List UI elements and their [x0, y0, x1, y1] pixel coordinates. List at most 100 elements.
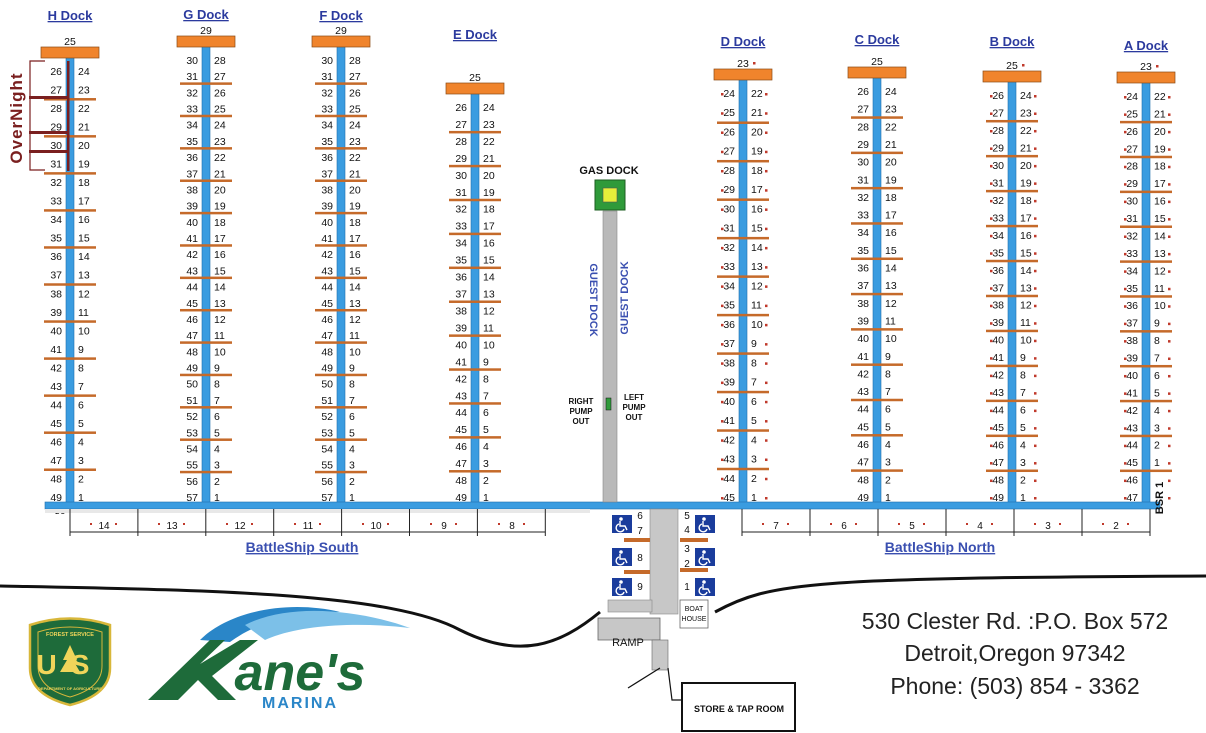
slip-marker: [1124, 148, 1127, 151]
battleship-slip-number: 12: [234, 521, 246, 532]
slip-number: 30: [857, 157, 869, 169]
slip-marker: [1168, 165, 1171, 169]
slip-marker: [990, 322, 993, 325]
slip-number: 11: [1020, 317, 1031, 329]
slip-number: 7: [349, 395, 355, 407]
slip-number: 18: [483, 204, 495, 216]
slip-marker: [1124, 200, 1127, 204]
overnight-marker: [29, 96, 69, 99]
slip-number: 12: [483, 305, 495, 317]
slip-marker: [1034, 339, 1037, 343]
slip-number: 21: [1020, 142, 1032, 154]
slip-number: 41: [321, 233, 333, 245]
slip-number: 4: [1020, 440, 1026, 452]
slip-number: 10: [751, 319, 763, 331]
slip-finger: [180, 147, 232, 150]
slip-number: 23: [349, 136, 361, 148]
slip-number: 27: [1126, 143, 1138, 155]
slip-finger: [44, 320, 96, 323]
slip-marker: [990, 304, 993, 308]
slip-number: 14: [1154, 230, 1166, 242]
slip-finger: [1120, 330, 1172, 333]
slip-number: 47: [321, 330, 333, 342]
slip-number: 21: [78, 122, 90, 134]
slip-number: 28: [857, 121, 869, 133]
slip-number: 19: [751, 146, 763, 158]
slip-number: 39: [186, 201, 198, 213]
slip-number: 17: [483, 221, 495, 233]
slip-marker: [765, 150, 768, 154]
slip-number: 26: [723, 126, 735, 138]
slip-finger: [986, 154, 1038, 158]
slip-finger: [986, 364, 1038, 368]
slip-number: 38: [186, 184, 198, 196]
slip-finger: [449, 334, 501, 337]
slip-marker: [1124, 218, 1127, 221]
slip-number: 29: [455, 153, 467, 165]
end-cap-slip-number: 23: [737, 58, 749, 70]
slip-marker: [90, 523, 92, 525]
slip-finger: [851, 469, 903, 472]
slip-number: 34: [321, 120, 333, 132]
slip-number: 32: [992, 195, 1004, 207]
slip-marker: [1168, 479, 1171, 483]
slip-marker: [765, 285, 768, 288]
slip-finger: [1120, 364, 1172, 368]
ada-slip-left-1: [612, 548, 632, 566]
slip-number: 34: [723, 280, 735, 292]
slip-marker: [1034, 462, 1037, 465]
slip-finger: [449, 130, 501, 134]
slip-number: 41: [455, 356, 467, 368]
slip-number: 45: [723, 492, 735, 504]
slip-number: 17: [751, 184, 763, 196]
slip-marker: [1034, 199, 1037, 203]
slip-marker: [990, 252, 993, 255]
slip-number: 26: [857, 86, 869, 98]
slip-number: 32: [186, 87, 198, 99]
slip-number: 45: [50, 418, 62, 430]
slip-number: 11: [349, 330, 360, 342]
slip-number: 23: [1020, 107, 1032, 119]
slip-marker: [721, 304, 724, 308]
slip-number: 38: [723, 357, 735, 369]
slip-number: 37: [992, 282, 1004, 294]
slip-finger: [851, 186, 903, 190]
overnight-bracket: [29, 60, 45, 171]
slip-number: 15: [214, 265, 226, 277]
slip-number: 38: [857, 298, 869, 310]
boat-house-label: HOUSE: [682, 616, 707, 623]
dock-title: D Dock: [721, 34, 767, 49]
slip-marker: [1168, 148, 1171, 151]
slip-marker: [1168, 113, 1171, 116]
slip-number: 39: [1126, 353, 1138, 365]
ada-slip-number: 7: [637, 526, 643, 537]
slip-marker: [226, 523, 228, 525]
slip-number: 16: [1154, 196, 1166, 208]
slip-number: 20: [483, 170, 495, 182]
slip-number: 29: [992, 142, 1004, 154]
slip-number: 4: [483, 441, 489, 453]
slip-number: 36: [455, 272, 467, 284]
dock-walkway: [1141, 81, 1151, 504]
slip-marker: [765, 93, 768, 96]
slip-finger: [1120, 295, 1172, 298]
slip-number: 35: [50, 233, 62, 245]
slip-finger: [986, 294, 1038, 298]
slip-marker: [1124, 305, 1127, 308]
slip-number: 18: [349, 217, 361, 229]
dock-end-cap: [311, 35, 371, 48]
slip-marker: [115, 523, 117, 525]
slip-number: 28: [50, 103, 62, 115]
slip-marker: [362, 523, 364, 525]
slip-number: 21: [349, 168, 361, 180]
slip-number: 29: [50, 122, 62, 134]
dock-end-cap: [445, 82, 505, 95]
slip-number: 37: [50, 270, 62, 282]
slip-number: 31: [992, 177, 1004, 189]
ada-slip-right-0: [695, 515, 715, 533]
slip-marker: [1127, 523, 1129, 525]
slip-number: 2: [78, 473, 84, 485]
slip-marker: [1168, 392, 1171, 395]
slip-finger: [44, 394, 96, 397]
